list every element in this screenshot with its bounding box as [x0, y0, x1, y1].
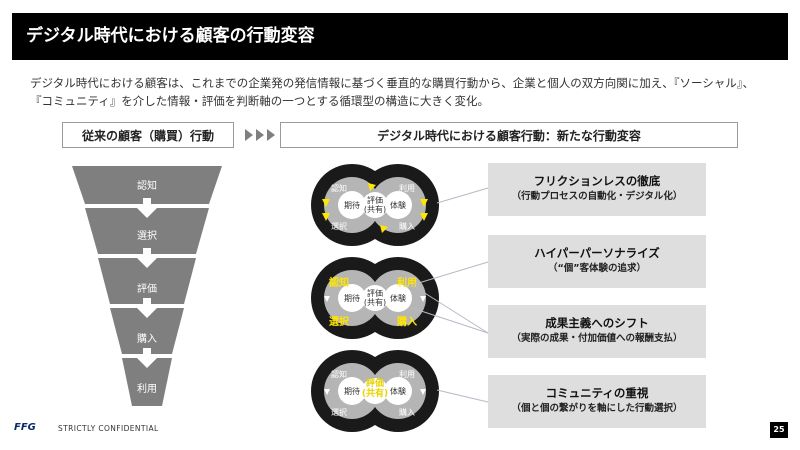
cycle-rings-2 [311, 257, 439, 339]
funnel-label-purchase: 購入 [137, 334, 157, 345]
page-number: 25 [770, 422, 788, 438]
point-4-title: コミュニティの重視 [545, 386, 649, 400]
cycle1-taiken: 体験 [390, 201, 406, 210]
page-title: デジタル時代における顧客の行動変容 [12, 13, 788, 60]
point-1-title: フリクションレスの徹底 [533, 174, 661, 188]
cycle1-riyou: 利用 [399, 184, 415, 193]
funnel-stage-4 [110, 308, 184, 354]
cycle-diagram-3: 認知 利用 選択 購入 期待 体験 評価(共有) [310, 349, 440, 433]
funnel-stage-1 [72, 166, 222, 204]
right-section-header: デジタル時代における顧客行動：新たな行動変容 [280, 122, 738, 148]
cycle1-kounyuu: 購入 [399, 222, 415, 231]
intro-line-2: 『コミュニティ』を介した情報・評価を判断軸の一つとする循環型の構造に大きく変化。 [30, 94, 489, 108]
point-4-sub: （個と個の繋がりを軸にした行動選択） [511, 403, 683, 414]
cycle1-sentaku: 選択 [331, 222, 347, 231]
point-1-sub: （行動プロセスの自動化・デジタル化） [511, 191, 683, 202]
purchase-funnel [72, 166, 222, 406]
cycle3-taiken: 体験 [390, 387, 406, 396]
funnel-label-awareness: 認知 [137, 181, 157, 192]
point-2-sub: （“個”客体験の追求） [548, 263, 646, 274]
cycle-diagram-2: 認知 利用 選択 購入 期待 体験 評価(共有) [310, 256, 440, 340]
cycle2-kitai: 期待 [344, 294, 360, 303]
funnel-label-evaluation: 評価 [137, 284, 157, 295]
funnel-stage-5 [122, 358, 172, 406]
cycle1-kitai: 期待 [344, 201, 360, 210]
point-2-title: ハイパーパーソナライズ [534, 246, 660, 260]
left-section-header: 従来の顧客（購買）行動 [62, 122, 234, 148]
cycle3-riyou: 利用 [399, 370, 415, 379]
ffg-logo: FFG [14, 422, 36, 433]
cycle2-taiken: 体験 [390, 294, 406, 303]
cycle3-ninchi: 認知 [331, 370, 347, 379]
point-1-box: フリクションレスの徹底 （行動プロセスの自動化・デジタル化） [488, 163, 706, 216]
cycle2-hyouka: 評価(共有) [363, 289, 387, 307]
cycle-rings-3 [311, 350, 439, 432]
down-arrow-icons [136, 198, 158, 368]
point-3-title: 成果主義へのシフト [545, 316, 649, 330]
funnel-label-selection: 選択 [137, 231, 157, 242]
funnel-stage-2 [85, 208, 209, 254]
confidential-label: STRICTLY CONFIDENTIAL [58, 424, 159, 433]
cycle2-sentaku: 選択 [329, 317, 349, 328]
point-4-box: コミュニティの重視 （個と個の繋がりを軸にした行動選択） [488, 375, 706, 428]
funnel-stage-3 [98, 258, 196, 304]
cycle1-hyouka: 評価(共有) [363, 196, 387, 214]
point-2-box: ハイパーパーソナライズ （“個”客体験の追求） [488, 235, 706, 288]
point-3-box: 成果主義へのシフト （実際の成果・付加価値への報酬支払） [488, 305, 706, 358]
cycle2-kounyuu: 購入 [397, 317, 417, 328]
cycle1-ninchi: 認知 [331, 184, 347, 193]
cycle-rings-1 [311, 164, 439, 246]
cycle3-kounyuu: 購入 [399, 408, 415, 417]
cycle3-kitai: 期待 [344, 387, 360, 396]
funnel-label-usage: 利用 [137, 384, 157, 395]
cycle2-ninchi: 認知 [329, 278, 349, 289]
cycle3-hyouka: 評価(共有) [361, 379, 389, 399]
intro-line-1: デジタル時代における顧客は、これまでの企業発の発信情報に基づく垂直的な購買行動か… [30, 76, 755, 90]
point-3-sub: （実際の成果・付加価値への報酬支払） [511, 333, 683, 344]
triple-arrow-icon [245, 129, 275, 141]
intro-text: デジタル時代における顧客は、これまでの企業発の発信情報に基づく垂直的な購買行動か… [30, 74, 780, 110]
cycle-diagram-1: 認知 利用 選択 購入 期待 体験 評価(共有) [310, 163, 440, 247]
cycle2-riyou: 利用 [397, 278, 417, 289]
cycle3-sentaku: 選択 [331, 408, 347, 417]
